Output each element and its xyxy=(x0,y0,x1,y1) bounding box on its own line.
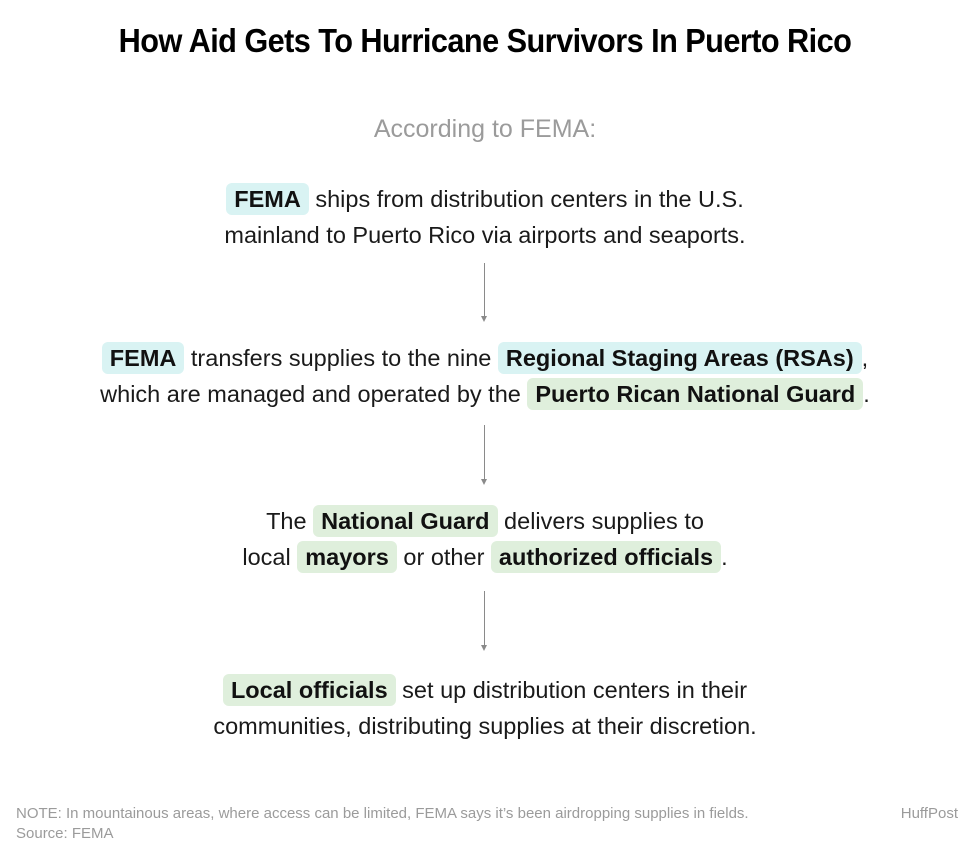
footer-notes: NOTE: In mountainous areas, where access… xyxy=(16,804,749,844)
highlighted-term: mayors xyxy=(297,541,397,573)
step-line: local mayors or other authorized officia… xyxy=(0,539,970,575)
step-text: transfers supplies to the nine xyxy=(184,345,498,371)
step-text: ships from distribution centers in the U… xyxy=(308,186,744,212)
source-line: Source: FEMA xyxy=(16,825,114,842)
footnote: NOTE: In mountainous areas, where access… xyxy=(16,805,749,822)
step-line: FEMA transfers supplies to the nine Regi… xyxy=(0,340,970,376)
step-text: . xyxy=(863,381,870,407)
step-text: , xyxy=(861,345,869,371)
step-text: communities, distributing supplies at th… xyxy=(213,713,757,739)
step-line: which are managed and operated by the Pu… xyxy=(0,376,970,412)
page-title: How Aid Gets To Hurricane Survivors In P… xyxy=(118,22,852,59)
step-text: mainland to Puerto Rico via airports and… xyxy=(224,222,746,248)
step-line: communities, distributing supplies at th… xyxy=(0,708,970,744)
flow-arrow-2 xyxy=(480,425,490,485)
step-line: FEMA ships from distribution centers in … xyxy=(0,181,970,217)
highlighted-term: Local officials xyxy=(222,674,396,706)
step-line: Local officials set up distribution cent… xyxy=(0,672,970,708)
step-text: which are managed and operated by the xyxy=(100,381,528,407)
step-text: set up distribution centers in their xyxy=(395,677,748,703)
flow-step-2: FEMA transfers supplies to the nine Regi… xyxy=(0,340,970,412)
flow-arrow-1 xyxy=(480,263,490,322)
step-text: local xyxy=(242,544,298,570)
flow-step-4: Local officials set up distribution cent… xyxy=(0,672,970,744)
highlighted-term: FEMA xyxy=(226,183,309,215)
flow-arrow-3 xyxy=(480,591,490,651)
step-text: The xyxy=(266,508,314,534)
highlighted-term: authorized officials xyxy=(490,541,722,573)
publisher-credit: HuffPost xyxy=(900,805,958,822)
flow-step-1: FEMA ships from distribution centers in … xyxy=(0,181,970,253)
step-line: The National Guard delivers supplies to xyxy=(0,503,970,539)
highlighted-term: Puerto Rican National Guard xyxy=(527,378,864,410)
step-line: mainland to Puerto Rico via airports and… xyxy=(0,217,970,253)
step-text: . xyxy=(721,544,728,570)
highlighted-term: National Guard xyxy=(313,505,498,537)
step-text: or other xyxy=(396,544,491,570)
highlighted-term: FEMA xyxy=(101,342,185,374)
step-text: delivers supplies to xyxy=(497,508,704,534)
subtitle: According to FEMA: xyxy=(373,115,597,143)
highlighted-term: Regional Staging Areas (RSAs) xyxy=(497,342,862,374)
